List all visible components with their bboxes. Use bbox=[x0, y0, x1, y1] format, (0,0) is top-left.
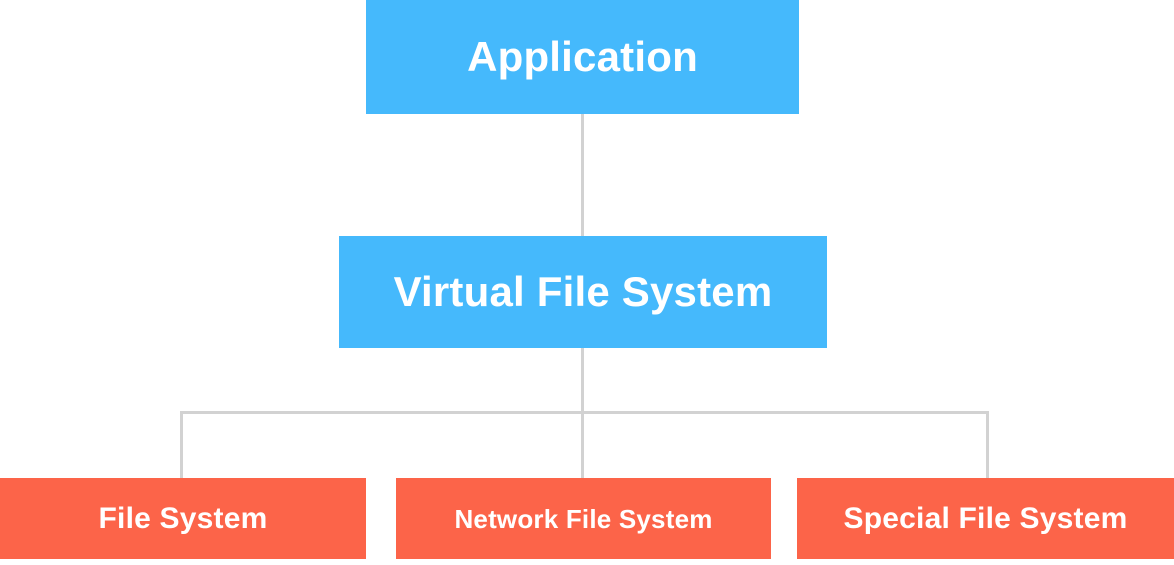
node-virtual-file-system[interactable]: Virtual File System bbox=[339, 236, 827, 348]
node-special-file-system-label: Special File System bbox=[843, 501, 1128, 535]
connector-horizontal-bus bbox=[180, 411, 989, 414]
connector-vfs-trunk bbox=[581, 348, 584, 411]
node-application[interactable]: Application bbox=[366, 0, 799, 114]
node-file-system[interactable]: File System bbox=[0, 478, 366, 559]
connector-application-to-vfs bbox=[581, 114, 584, 236]
connector-bus-to-file-system bbox=[180, 411, 183, 478]
connector-bus-to-network-file-system bbox=[581, 411, 584, 478]
node-network-file-system-label: Network File System bbox=[454, 503, 713, 534]
connector-bus-to-special-file-system bbox=[986, 411, 989, 478]
node-virtual-file-system-label: Virtual File System bbox=[393, 268, 773, 315]
node-special-file-system[interactable]: Special File System bbox=[797, 478, 1174, 559]
node-application-label: Application bbox=[467, 33, 698, 80]
node-network-file-system[interactable]: Network File System bbox=[396, 478, 771, 559]
node-file-system-label: File System bbox=[98, 501, 268, 535]
